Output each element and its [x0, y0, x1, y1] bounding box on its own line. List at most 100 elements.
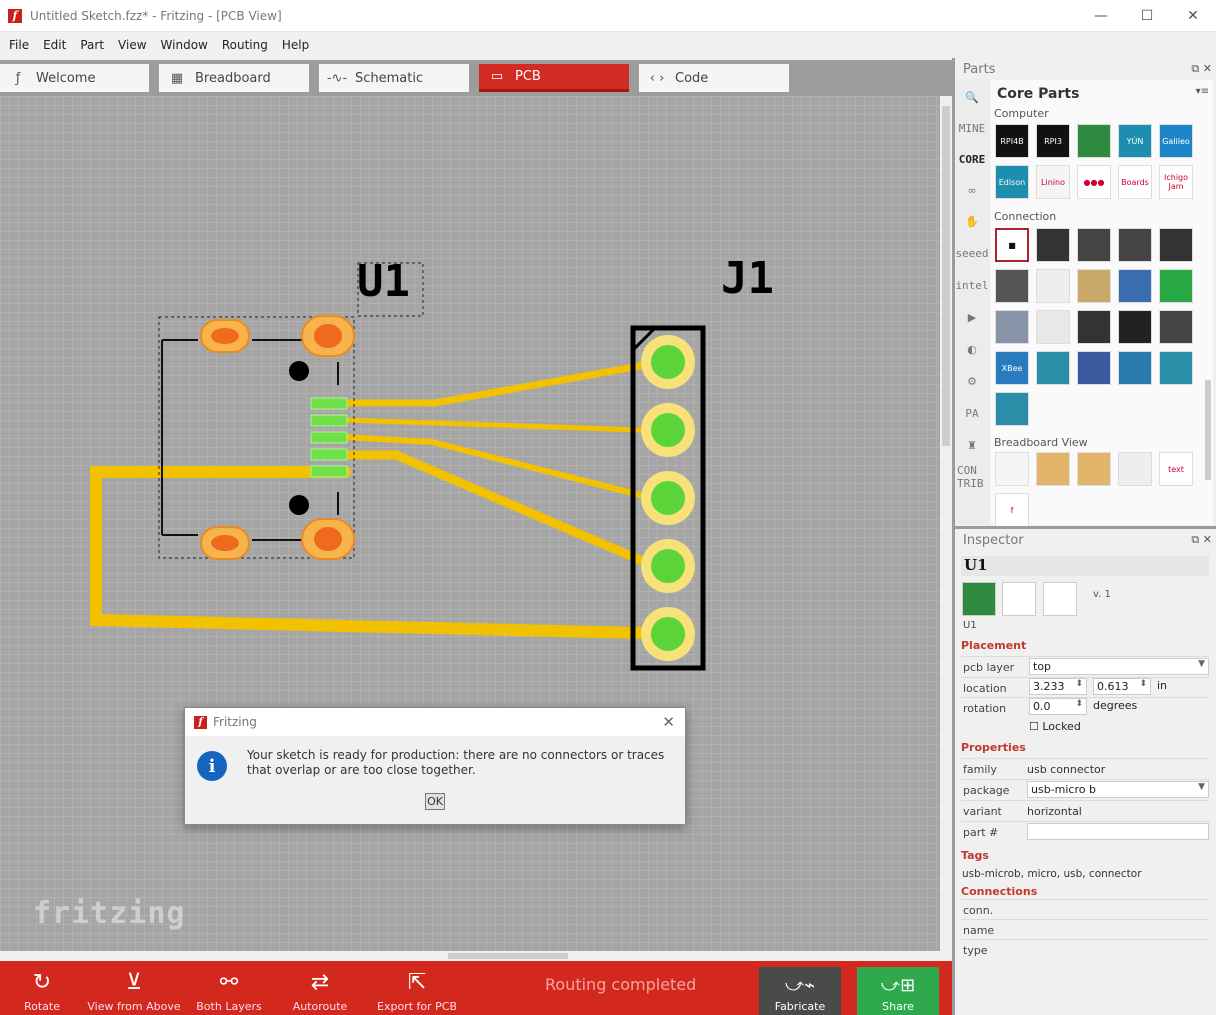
part-tile[interactable] [1159, 228, 1193, 262]
intel-icon[interactable]: intel [955, 278, 989, 292]
tab-breadboard[interactable]: ▦ Breadboard [159, 64, 309, 92]
part-tile[interactable] [995, 269, 1029, 303]
connections-heading: Connections [961, 885, 1038, 898]
bin-menu-icon[interactable]: ▾≡ [1195, 86, 1209, 97]
part-tile[interactable] [1118, 310, 1152, 344]
pcb-layer-select[interactable]: top▼ [1029, 658, 1209, 675]
spinner-icon[interactable]: ⬍ [1075, 699, 1083, 709]
part-tile[interactable]: YÚN [1118, 124, 1152, 158]
part-tile[interactable] [1118, 351, 1152, 385]
button-label: Both Layers [196, 1000, 262, 1013]
package-select[interactable]: usb-micro b▼ [1027, 781, 1209, 798]
part-tile[interactable]: RPI4B [995, 124, 1029, 158]
snootlab-icon[interactable]: ◐ [967, 342, 977, 356]
part-tile[interactable]: f [995, 493, 1029, 527]
tab-schematic[interactable]: -∿- Schematic [319, 64, 469, 92]
tab-code[interactable]: ‹ › Code [639, 64, 789, 92]
part-tile[interactable]: RPI3 [1036, 124, 1070, 158]
ok-button[interactable]: OK [425, 793, 445, 810]
part-tile[interactable] [995, 452, 1029, 486]
panel-float-close-icon[interactable]: ⧉ ✕ [1191, 62, 1212, 75]
part-number-input[interactable] [1027, 823, 1209, 840]
part-tile[interactable]: Boards [1118, 165, 1152, 199]
parts-scrollbar[interactable] [1205, 380, 1211, 480]
menu-file[interactable]: File [9, 38, 30, 52]
part-tile[interactable] [1036, 228, 1070, 262]
rotate-button[interactable]: ↻ Rotate [18, 961, 66, 1015]
trace-3 [342, 434, 643, 498]
play-icon[interactable]: ▶ [967, 310, 977, 324]
part-tile[interactable] [995, 392, 1029, 426]
pcb-canvas[interactable]: U1 J1 fritzing [0, 96, 940, 951]
part-tile[interactable] [1036, 269, 1070, 303]
part-tile[interactable]: Ichigo Jam [1159, 165, 1193, 199]
view-from-above-icon: ⊻ [125, 970, 143, 995]
tab-pcb[interactable]: ▭ PCB [479, 64, 629, 92]
menu-view[interactable]: View [118, 38, 147, 52]
part-tile[interactable]: Linino [1036, 165, 1070, 199]
robot-icon[interactable]: ⚙ [967, 374, 977, 388]
part-tile[interactable] [1036, 452, 1070, 486]
view-from-above-button[interactable]: ⊻ View from Above [87, 961, 180, 1015]
part-tile[interactable] [1118, 269, 1152, 303]
part-tile[interactable] [1036, 310, 1070, 344]
part-tile[interactable]: XBee [995, 351, 1029, 385]
sparkfun-icon[interactable]: ✋ [965, 214, 979, 228]
part-tile[interactable] [995, 310, 1029, 344]
pcb-drawing[interactable]: U1 J1 [0, 96, 940, 951]
scrollbar-thumb[interactable] [942, 106, 950, 446]
menu-routing[interactable]: Routing [221, 38, 268, 52]
part-tile[interactable] [1118, 228, 1152, 262]
minimize-button[interactable]: — [1094, 8, 1108, 24]
fabricate-button[interactable]: ⤻⌁ Fabricate [759, 967, 841, 1015]
panel-float-close-icon[interactable]: ⧉ ✕ [1191, 533, 1212, 546]
seeed-icon[interactable]: seeed [955, 246, 989, 260]
location-y-input[interactable]: 0.613⬍ [1093, 678, 1151, 695]
section-label: Connection [994, 210, 1057, 223]
rotation-input[interactable]: 0.0⬍ [1029, 698, 1087, 715]
part-tile[interactable]: Edison [995, 165, 1029, 199]
part-tile[interactable] [1118, 452, 1152, 486]
bin-mine[interactable]: MINE [958, 121, 986, 135]
canvas-horizontal-scrollbar[interactable] [0, 951, 952, 961]
bin-con-trib[interactable]: CON TRIB [957, 464, 984, 490]
part-tile[interactable] [1036, 351, 1070, 385]
piano-icon[interactable]: ♜ [967, 438, 977, 452]
export-for-pcb-button[interactable]: ⇱ Export for PCB [377, 961, 457, 1015]
part-tile[interactable] [1159, 310, 1193, 344]
share-button[interactable]: ⤻⊞ Share [857, 967, 939, 1015]
bottom-toolbar: ↻ Rotate ⊻ View from Above ⚯ Both Layers… [0, 961, 952, 1015]
menu-help[interactable]: Help [281, 38, 310, 52]
close-button[interactable]: ✕ [1187, 8, 1199, 24]
locked-checkbox[interactable]: ☐ Locked [1029, 720, 1081, 733]
menu-part[interactable]: Part [80, 38, 105, 52]
spinner-icon[interactable]: ⬍ [1075, 679, 1083, 689]
bin-core[interactable]: CORE [958, 152, 986, 166]
part-tile[interactable] [1077, 124, 1111, 158]
part-tile[interactable] [1077, 269, 1111, 303]
part-tile[interactable]: ■ [995, 228, 1029, 262]
part-tile[interactable]: text [1159, 452, 1193, 486]
search-icon[interactable]: 🔍 [965, 90, 979, 104]
part-tile[interactable] [1077, 310, 1111, 344]
bin-pa[interactable]: PA [965, 406, 979, 420]
scrollbar-thumb[interactable] [448, 953, 568, 959]
maximize-button[interactable]: ☐ [1140, 8, 1154, 24]
arduino-icon[interactable]: ∞ [967, 183, 977, 197]
part-tile[interactable]: ●●● [1077, 165, 1111, 199]
tab-welcome[interactable]: ƒ Welcome [0, 64, 149, 92]
menu-window[interactable]: Window [160, 38, 208, 52]
part-tile[interactable] [1077, 351, 1111, 385]
part-tile[interactable]: Galileo [1159, 124, 1193, 158]
part-tile[interactable] [1159, 351, 1193, 385]
menu-edit[interactable]: Edit [43, 38, 67, 52]
close-icon[interactable]: ✕ [662, 713, 675, 731]
autoroute-button[interactable]: ⇄ Autoroute [292, 961, 348, 1015]
part-tile[interactable] [1077, 228, 1111, 262]
part-tile[interactable] [1077, 452, 1111, 486]
canvas-vertical-scrollbar[interactable] [940, 96, 952, 951]
spinner-icon[interactable]: ⬍ [1139, 679, 1147, 689]
part-tile[interactable] [1159, 269, 1193, 303]
location-x-input[interactable]: 3.233⬍ [1029, 678, 1087, 695]
both-layers-button[interactable]: ⚯ Both Layers [196, 961, 262, 1015]
